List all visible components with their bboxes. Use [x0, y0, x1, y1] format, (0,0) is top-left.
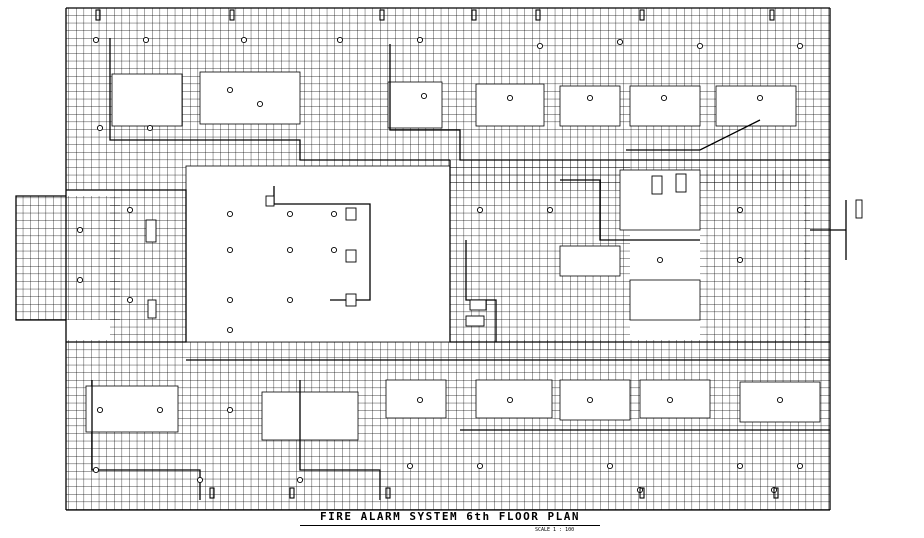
ceiling-grid: [16, 8, 830, 510]
rooms: [85, 71, 821, 441]
drawing-title: FIRE ALARM SYSTEM 6th FLOOR PLAN: [320, 510, 580, 523]
drawing-scale: SCALE 1 : 100: [535, 527, 575, 533]
title-block: FIRE ALARM SYSTEM 6th FLOOR PLAN: [300, 510, 600, 526]
device-boxes: [145, 173, 863, 327]
door-symbols: [95, 9, 779, 499]
title-underline: [300, 525, 600, 526]
wiring: [15, 7, 847, 511]
